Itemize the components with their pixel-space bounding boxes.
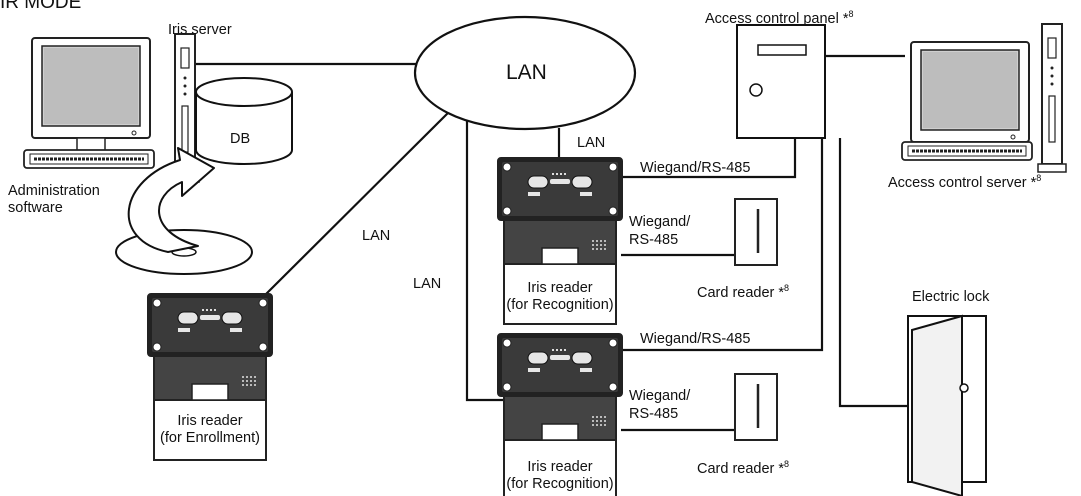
- line-panel-reader2: [621, 138, 824, 352]
- label-iris-recog-2a: Iris reader: [527, 459, 593, 475]
- db-cylinder: [195, 77, 293, 165]
- electric-lock-door: [907, 314, 987, 496]
- label-iris-enroll-b: (for Enrollment): [160, 430, 260, 446]
- label-iris-recog-1b: (for Recognition): [506, 297, 614, 313]
- label-access-server: Access control server *8: [888, 173, 1042, 191]
- line-panel-lock: [838, 138, 908, 408]
- lan-cloud: [413, 15, 637, 131]
- label-lan-mid: LAN: [413, 276, 442, 292]
- label-wiegand-1b: RS-485: [629, 232, 679, 248]
- label-wiegand-2b: RS-485: [629, 406, 679, 422]
- label-card-reader-2: Card reader *8: [697, 459, 790, 477]
- label-lan-top-reader: LAN: [577, 135, 606, 151]
- diagram-title: IR MODE: [0, 0, 82, 13]
- line-panel-reader1: [621, 138, 797, 179]
- label-electric-lock: Electric lock: [912, 289, 990, 305]
- label-db: DB: [230, 131, 251, 147]
- line-lan-reader2: [465, 120, 504, 402]
- label-iris-recog-2b: (for Recognition): [506, 476, 614, 492]
- line-enroll-lan: [254, 102, 459, 306]
- label-wiegand-mid: Wiegand/RS-485: [640, 331, 751, 347]
- label-admin-software-1: Administration: [8, 183, 100, 199]
- card-reader-2: [733, 372, 779, 442]
- admin-workstation: [22, 37, 156, 170]
- access-control-workstation: [900, 23, 1067, 173]
- access-control-panel: [736, 24, 826, 139]
- label-wiegand-2a: Wiegand/: [629, 388, 691, 404]
- label-wiegand-top: Wiegand/RS-485: [640, 160, 751, 176]
- label-lan-cloud: LAN: [506, 61, 547, 84]
- label-iris-server: Iris server: [168, 22, 232, 38]
- label-admin-software-2: software: [8, 200, 63, 216]
- label-card-reader-1: Card reader *8: [697, 283, 790, 301]
- label-wiegand-1a: Wiegand/: [629, 214, 691, 230]
- label-access-panel: Access control panel *8: [705, 9, 854, 27]
- install-disc-icon: [115, 147, 253, 275]
- card-reader-1: [733, 197, 779, 267]
- connection-lines: [195, 54, 908, 432]
- label-iris-recog-1a: Iris reader: [527, 280, 593, 296]
- label-lan-left: LAN: [362, 228, 391, 244]
- label-iris-enroll-a: Iris reader: [177, 413, 243, 429]
